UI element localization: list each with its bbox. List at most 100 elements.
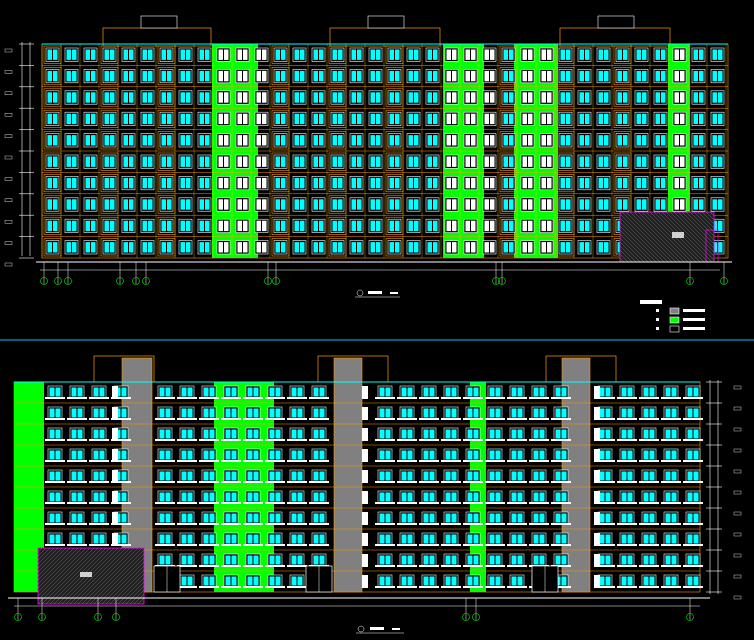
window-pane	[533, 408, 539, 418]
window-pane	[376, 92, 381, 103]
window-pane	[561, 534, 567, 544]
window-pane	[401, 513, 407, 523]
window-pane	[319, 156, 324, 167]
balcony-rail	[397, 523, 417, 525]
balcony-rail	[397, 544, 417, 546]
window-pane	[579, 92, 584, 103]
window-pane	[181, 450, 187, 460]
window-pane	[275, 534, 281, 544]
window-pane	[199, 70, 204, 82]
window-pane	[509, 242, 514, 253]
balcony-rail	[683, 523, 703, 525]
window-pane	[93, 492, 99, 502]
window-pane	[319, 242, 324, 253]
legend-title-mark	[640, 300, 662, 304]
window-pane	[231, 429, 237, 439]
window-pane	[687, 450, 693, 460]
window-pane	[313, 135, 318, 146]
balcony-rail	[221, 523, 241, 525]
window-pane	[649, 492, 655, 502]
window-pane	[671, 534, 677, 544]
window-pane	[699, 113, 704, 125]
balcony-rail	[397, 439, 417, 441]
hatch-line	[633, 211, 685, 263]
window-pane	[224, 220, 229, 232]
window-pane	[446, 92, 451, 103]
window-pane	[522, 49, 527, 60]
balcony-rail	[419, 565, 439, 567]
balcony-rail	[551, 502, 571, 504]
window-pane	[110, 177, 115, 189]
window-pane	[511, 408, 517, 418]
window-pane	[693, 70, 698, 82]
window-pane	[555, 534, 561, 544]
window-pane	[55, 450, 61, 460]
window-pane	[294, 156, 299, 167]
window-pane	[408, 177, 413, 189]
balcony-rail	[45, 439, 65, 441]
window-pane	[599, 534, 605, 544]
balcony-rail	[177, 586, 197, 588]
window-pane	[484, 49, 489, 60]
window-pane	[445, 576, 451, 586]
window-pane	[281, 199, 286, 210]
level-tag	[733, 406, 742, 411]
window-pane	[617, 70, 622, 82]
balcony-rail	[661, 544, 681, 546]
window-pane	[489, 429, 495, 439]
window-pane	[167, 242, 172, 253]
window-pane	[338, 92, 343, 103]
window-pane	[585, 199, 590, 210]
window-pane	[319, 429, 325, 439]
window-pane	[91, 49, 96, 60]
window-pane	[511, 513, 517, 523]
window-pane	[319, 199, 324, 210]
window-pane	[379, 387, 385, 397]
balcony-rail	[463, 544, 483, 546]
balcony-rail	[551, 523, 571, 525]
window-pane	[680, 113, 685, 125]
level-tag	[733, 385, 742, 390]
window-pane	[205, 135, 210, 146]
window-pane	[712, 220, 717, 232]
window-pane	[547, 242, 552, 253]
window-pane	[604, 92, 609, 103]
balcony-rail	[309, 544, 329, 546]
hatch-line	[661, 211, 713, 263]
window-pane	[467, 387, 473, 397]
window-pane	[414, 135, 419, 146]
window-pane	[85, 92, 90, 103]
level-tag	[4, 112, 13, 117]
window-pane	[671, 450, 677, 460]
window-pane	[566, 177, 571, 189]
balcony-rail	[67, 460, 87, 462]
window-pane	[49, 513, 55, 523]
balcony-rail	[45, 544, 65, 546]
window-pane	[712, 242, 717, 253]
balcony-rail	[177, 481, 197, 483]
window-pane	[471, 220, 476, 232]
balcony-rail	[111, 523, 131, 525]
balcony-rail	[287, 460, 307, 462]
window-pane	[332, 177, 337, 189]
window-pane	[452, 156, 457, 167]
hatch-line	[93, 553, 145, 605]
window-pane	[243, 49, 248, 60]
material-legend	[640, 300, 705, 333]
window-pane	[385, 513, 391, 523]
window-pane	[473, 450, 479, 460]
window-pane	[490, 113, 495, 125]
window-pane	[104, 177, 109, 189]
window-pane	[389, 92, 394, 103]
window-pane	[693, 156, 698, 167]
balcony-rail	[595, 565, 615, 567]
window-pane	[490, 220, 495, 232]
window-pane	[247, 471, 253, 481]
window-pane	[99, 492, 105, 502]
window-pane	[385, 471, 391, 481]
balcony-rail	[507, 544, 527, 546]
window-pane	[389, 242, 394, 253]
window-pane	[718, 156, 723, 167]
